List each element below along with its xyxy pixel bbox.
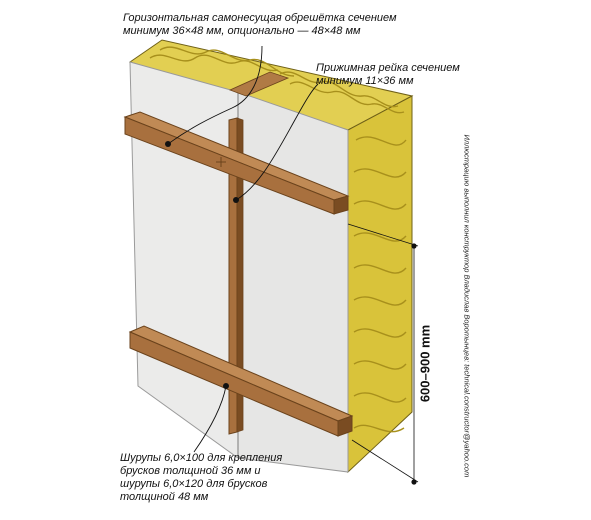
- label-screws-line4: толщиной 48 мм: [120, 491, 209, 503]
- top-strip-edge: [228, 71, 290, 97]
- upper-batten-end: [333, 195, 349, 215]
- author-credit: Иллюстрацию выполнил конструктор Владисл…: [462, 134, 472, 478]
- screw-marks: [216, 157, 226, 167]
- leader-dot-screws: [223, 383, 229, 389]
- label-screws-line1: Шурупы 6,0×100 для крепления: [120, 452, 283, 464]
- insulation-side-face: [347, 95, 413, 474]
- label-screws-line2: брусков толщиной 36 мм и: [120, 465, 261, 477]
- leader-dot-strip: [233, 197, 239, 203]
- dimension-label: 600–900 mm: [417, 324, 433, 403]
- label-lathing-line1: Горизонтальная самонесущая обрешётка сеч…: [123, 12, 397, 24]
- leader-dot-lathing: [165, 141, 171, 147]
- dimension-dot-bottom: [411, 479, 417, 485]
- label-pressure-strip: Прижимная рейка сечением минимум 11×36 м…: [316, 62, 460, 88]
- label-screws-line3: шурупы 6,0×120 для брусков: [120, 478, 268, 490]
- dimension-dot-top: [411, 243, 417, 249]
- label-lathing: Горизонтальная самонесущая обрешётка сеч…: [123, 12, 397, 38]
- leader-lines: [167, 45, 319, 453]
- label-strip-line1: Прижимная рейка сечением: [316, 62, 460, 74]
- leader-lathing: [167, 45, 263, 145]
- label-strip-line2: минимум 11×36 мм: [316, 75, 414, 87]
- leader-strip: [235, 83, 319, 201]
- label-lathing-line2: минимум 36×48 мм, опционально — 48×48 мм: [123, 25, 361, 37]
- leader-screws: [193, 385, 227, 453]
- label-screws: Шурупы 6,0×100 для крепления брусков тол…: [120, 452, 282, 504]
- dimension-line: [347, 223, 419, 483]
- insulation-top-pattern: [149, 46, 405, 114]
- lower-batten-end: [337, 415, 353, 437]
- insulation-side-pattern: [353, 136, 407, 433]
